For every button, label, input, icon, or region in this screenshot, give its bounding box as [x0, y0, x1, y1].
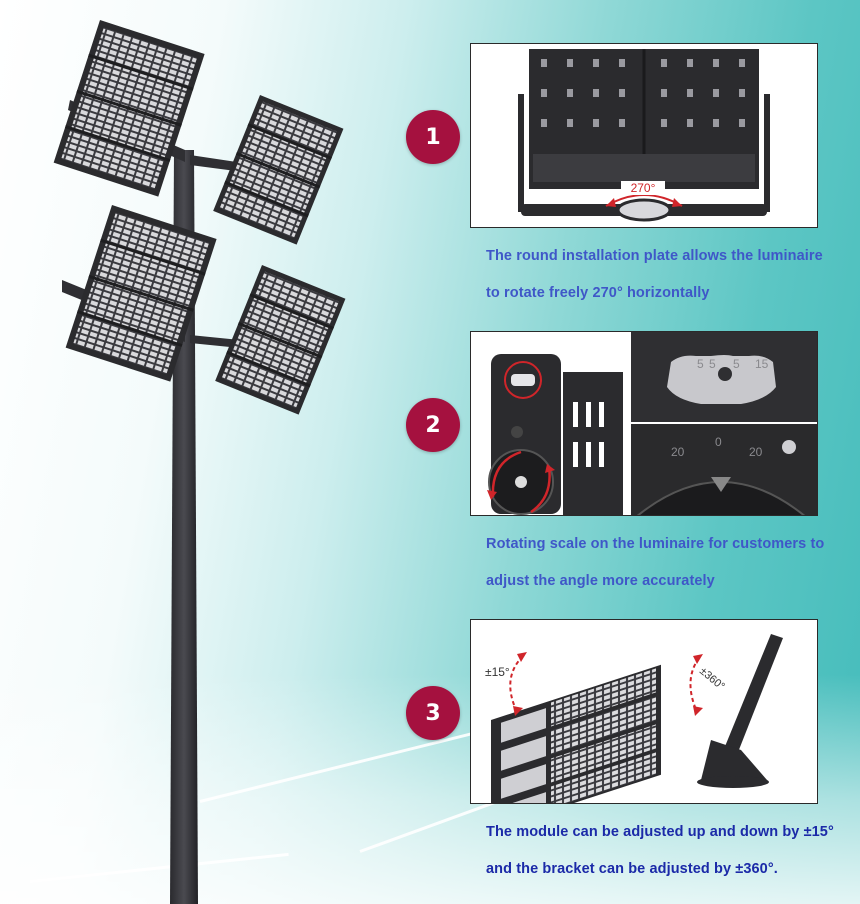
feature-photo-rotation-plate: 270°	[470, 43, 818, 228]
floodlight-fixture	[53, 20, 205, 197]
scale-mark: 0	[715, 435, 722, 449]
caption-line: Rotating scale on the luminaire for cust…	[486, 536, 825, 552]
caption-line: The module can be adjusted up and down b…	[486, 824, 834, 840]
feature-number-badge: 1	[406, 110, 460, 164]
feature-number-badge: 2	[406, 398, 460, 452]
feature-photo-adjustable-module: ±15° ±360°	[470, 619, 818, 804]
scale-mark: 5	[733, 357, 740, 371]
module-angle-label: ±15°	[485, 665, 510, 679]
feature-caption: The round installation plate allows the …	[486, 238, 846, 312]
caption-line: and the bracket can be adjusted by ±360°…	[486, 861, 778, 877]
feature-photo-rotating-scale: 5 5 5 15 20 0 20	[470, 331, 818, 516]
scale-mark: 15	[755, 357, 769, 371]
feature-number-badge: 3	[406, 686, 460, 740]
caption-line: to rotate freely 270° horizontally	[486, 285, 710, 301]
bracket-angle-label: ±360°	[697, 665, 727, 693]
caption-line: The round installation plate allows the …	[486, 248, 823, 264]
feature-caption: The module can be adjusted up and down b…	[486, 814, 846, 888]
rotation-angle-label: 270°	[631, 181, 656, 195]
scale-mark: 5	[709, 357, 716, 371]
scale-mark: 20	[671, 445, 685, 459]
floodlight-fixture	[213, 95, 344, 245]
floodlight-fixture	[65, 205, 217, 382]
scale-mark: 5	[697, 357, 704, 371]
scale-mark: 20	[749, 445, 763, 459]
caption-line: adjust the angle more accurately	[486, 573, 715, 589]
feature-caption: Rotating scale on the luminaire for cust…	[486, 526, 846, 600]
light-pole-illustration	[53, 20, 346, 904]
floodlight-fixture	[215, 265, 346, 415]
